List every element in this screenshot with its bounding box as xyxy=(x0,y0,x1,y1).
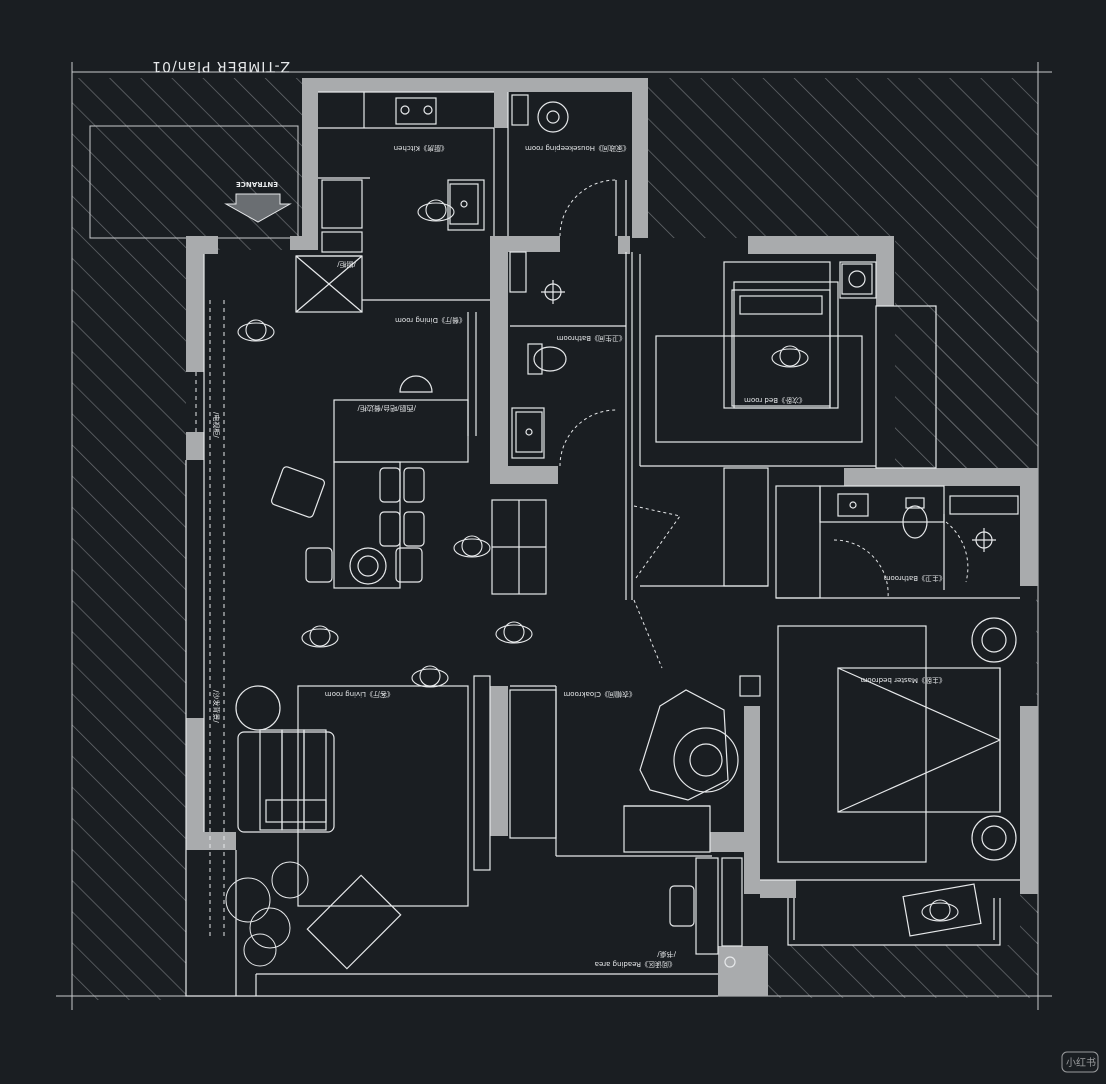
interior-lines xyxy=(185,91,1020,997)
person-icon-8 xyxy=(921,899,959,922)
door-swings xyxy=(556,179,969,857)
label-housekeeping: 《家政间》Housekeeping room xyxy=(525,144,630,153)
person-icon-6 xyxy=(411,665,449,688)
shower-head-icon-2 xyxy=(972,528,996,552)
entrance-label: ENTRANCE xyxy=(236,180,278,188)
label-living: 《客厅》Living room xyxy=(325,690,394,699)
room-labels: 《厨房》Kitchen 《家政间》Housekeeping room 《餐厅》D… xyxy=(325,144,946,969)
label-kitchen: 《厨房》Kitchen xyxy=(394,144,448,153)
person-icon-7 xyxy=(771,345,809,368)
pouf-icon xyxy=(673,727,739,793)
label-master-bedroom: 《主卧》Master bedroom xyxy=(860,676,946,685)
furniture xyxy=(235,289,982,970)
reading-chair-icon xyxy=(669,885,695,927)
bedside-lamp-icon xyxy=(971,617,1017,663)
bedside-lamp-icon-2 xyxy=(971,815,1017,861)
bathroom-sink-icon xyxy=(515,411,543,453)
shower-head-icon xyxy=(541,280,565,304)
plan-title-text: Z-TIMBER Plan/01 xyxy=(151,58,290,74)
kitchen-stove-icon xyxy=(395,97,437,125)
bathroom-sink-icon-2 xyxy=(837,493,869,517)
walls xyxy=(186,78,1038,996)
watermark-text: 小红书 xyxy=(1066,1056,1096,1069)
armchair-icon xyxy=(271,466,325,518)
plan-title: Z-TIMBER Plan/01 xyxy=(151,58,290,74)
person-icon-2 xyxy=(237,319,275,342)
entrance-marker: ENTRANCE xyxy=(224,180,292,223)
washing-machine-icon xyxy=(537,101,569,133)
person-icon-4 xyxy=(301,625,339,648)
annotation-cabinet: /橱柜/ xyxy=(337,260,356,269)
kitchen-sink-icon xyxy=(449,183,479,225)
toilet-icon xyxy=(527,343,567,375)
desk-chair-icon xyxy=(902,883,982,937)
rug-icon xyxy=(639,689,729,801)
watermark: 小红书 xyxy=(1061,1051,1099,1073)
label-cloakroom: 《衣帽间》Cloakroom xyxy=(563,690,636,699)
stool-icon xyxy=(399,375,433,393)
plant-icon xyxy=(349,547,387,585)
label-bedroom: 《次卧》Bed room xyxy=(744,396,806,405)
dining-chairs xyxy=(305,467,425,583)
annotation-island: /西厨/吧台/餐边柜/ xyxy=(357,404,416,413)
person-icon xyxy=(417,199,455,222)
annotation-tv-wall: /电视柜/ xyxy=(212,412,221,438)
sofa-icon xyxy=(237,729,335,833)
bed-icon xyxy=(731,289,831,407)
round-table-icon xyxy=(235,685,281,731)
lounge-chair-icon xyxy=(306,874,402,970)
person-icon-5 xyxy=(495,621,533,644)
label-bathroom-1: 《卫生间》Bathroom xyxy=(556,334,626,343)
entrance-arrow-icon xyxy=(224,193,292,223)
fan-icon xyxy=(841,263,873,295)
people-figures xyxy=(237,199,959,922)
annotation-sofa-wall: /沙发背景/ xyxy=(212,690,221,723)
windows xyxy=(195,300,225,940)
label-bathroom-2: 《主卫》Bathroom xyxy=(883,574,946,583)
label-dining: 《餐厅》Dining room xyxy=(395,316,466,325)
annotation-reading-desk: /书桌/ xyxy=(657,950,676,959)
fixtures xyxy=(395,97,1017,861)
annotations: /橱柜/ /西厨/吧台/餐边柜/ /电视柜/ /沙发背景/ /书桌/ xyxy=(212,260,676,959)
tree-icon xyxy=(225,861,309,967)
label-reading-area: 《阅读区》Reading area xyxy=(595,960,676,969)
toilet-icon-2 xyxy=(902,497,928,539)
person-icon-3 xyxy=(453,535,491,558)
